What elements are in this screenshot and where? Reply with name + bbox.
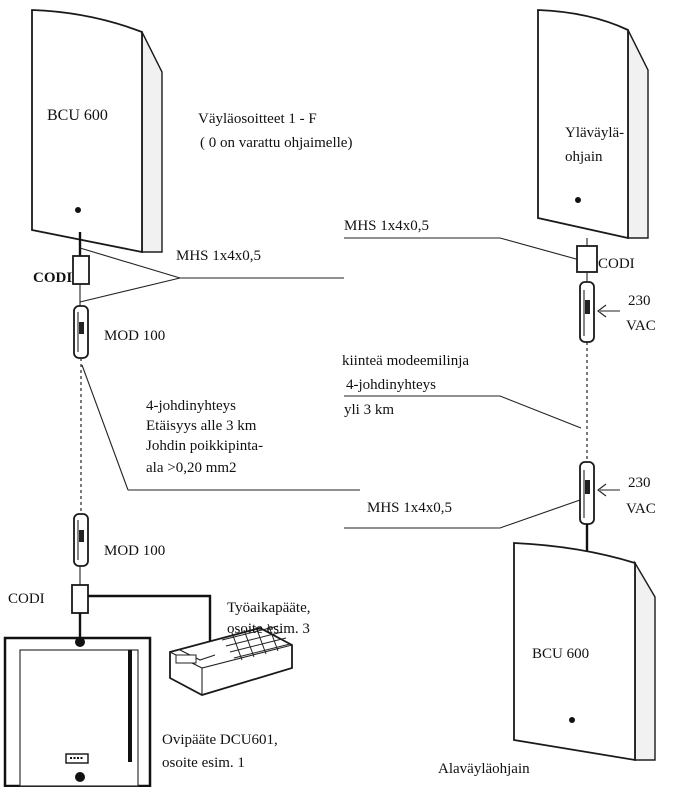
codi-right-label: CODI [598, 256, 635, 272]
distance-label: Etäisyys alle 3 km [146, 418, 257, 434]
four-wire-left-label: 4-johdinyhteys [146, 398, 236, 414]
upper-controller-label-2: ohjain [565, 149, 603, 165]
mod-100-bottom [73, 513, 89, 567]
mod-top-label: MOD 100 [104, 328, 165, 344]
mhs-left-line-2 [79, 277, 181, 303]
codi-left-box [72, 255, 90, 285]
lower-controller-label: Alaväyläohjain [438, 761, 530, 777]
vac-top-label-1: 230 [628, 293, 651, 309]
mod-right-bottom [579, 461, 595, 525]
mhs-top-right-label: MHS 1x4x0,5 [344, 218, 429, 234]
time-terminal-device [169, 623, 293, 696]
mhs-top-right-line [344, 237, 588, 263]
wire-cross-label-1: Johdin poikkipinta- [146, 438, 263, 454]
bcu-600-top-left [31, 9, 163, 254]
over-3km-label: yli 3 km [344, 402, 394, 418]
codi-bottom-box [71, 584, 89, 614]
codi-bottom-label: CODI [8, 591, 45, 607]
fixed-modem-label: kiinteä modeemilinja [342, 353, 469, 369]
bcu-600-bottom-right [513, 542, 656, 762]
codi-left-label: CODI [33, 270, 72, 286]
mod-bottom-label: MOD 100 [104, 543, 165, 559]
vac-top-arrow [597, 304, 620, 318]
time-terminal-label-1: Työaikapääte, [227, 600, 311, 616]
mod-right-top [579, 281, 595, 343]
mod-100-top [73, 305, 89, 359]
codi-to-time-terminal-wire [88, 594, 212, 648]
door-terminal-label-1: Ovipääte DCU601, [162, 732, 278, 748]
door-terminal-label-2: osoite esim. 1 [162, 755, 245, 771]
mhs-bottom-line [344, 499, 581, 529]
bcu-bottom-right-label: BCU 600 [532, 646, 589, 662]
left-note-pointer [81, 364, 129, 491]
right-note-pointer [344, 395, 582, 429]
vac-bottom-label-2: VAC [626, 501, 656, 517]
time-terminal-label-2: osoite esim. 3 [227, 621, 310, 637]
bus-addresses-label: Väyläosoitteet 1 - F [198, 111, 317, 127]
wire-cross-label-2: ala >0,20 mm2 [146, 460, 237, 476]
four-wire-right-label: 4-johdinyhteys [346, 377, 436, 393]
vac-bottom-label-1: 230 [628, 475, 651, 491]
upper-bus-controller [537, 9, 649, 240]
mhs-left-line-1 [79, 247, 181, 279]
vac-top-label-2: VAC [626, 318, 656, 334]
bus-addresses-note: ( 0 on varattu ohjaimelle) [200, 135, 352, 151]
upper-controller-label-1: Yläväylä- [565, 125, 624, 141]
door-terminal-dcu601 [3, 636, 152, 787]
codi-right-box [576, 245, 598, 273]
mhs-bottom-label: MHS 1x4x0,5 [367, 500, 452, 516]
mhs-left-label: MHS 1x4x0,5 [176, 248, 261, 264]
vac-bottom-arrow [597, 483, 620, 497]
bcu-top-left-label: BCU 600 [47, 107, 108, 124]
